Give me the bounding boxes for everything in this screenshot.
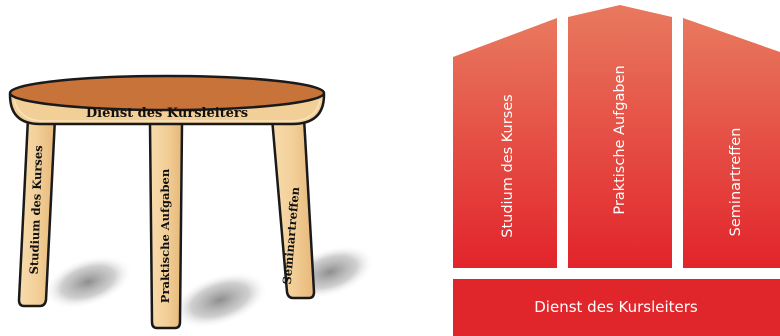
leg-shadow-left xyxy=(37,245,139,319)
house-base: Dienst des Kursleiters xyxy=(453,279,780,336)
pillar-label-right: Seminartreffen xyxy=(728,128,744,237)
stool-top-label: Dienst des Kursleiters xyxy=(86,106,248,121)
stool-seat: Dienst des Kursleiters xyxy=(10,76,324,124)
stool-leg-left: Studium des Kurses xyxy=(19,112,55,306)
house-diagram: Studium des Kurses Praktische Aufgaben S… xyxy=(453,5,780,336)
leg-label-middle: Praktische Aufgaben xyxy=(158,168,172,303)
stool-diagram: Studium des Kurses Praktische Aufgaben S… xyxy=(10,76,381,336)
stool-leg-middle: Praktische Aufgaben xyxy=(150,118,182,328)
pillar-label-middle: Praktische Aufgaben xyxy=(612,65,628,214)
house-pillar-left: Studium des Kurses xyxy=(453,18,557,268)
house-base-label: Dienst des Kursleiters xyxy=(534,298,698,316)
house-pillar-right: Seminartreffen xyxy=(683,18,780,268)
pillar-label-left: Studium des Kurses xyxy=(500,94,516,238)
house-pillar-middle: Praktische Aufgaben xyxy=(568,5,672,268)
stool-leg-right: Seminartreffen xyxy=(272,112,314,298)
